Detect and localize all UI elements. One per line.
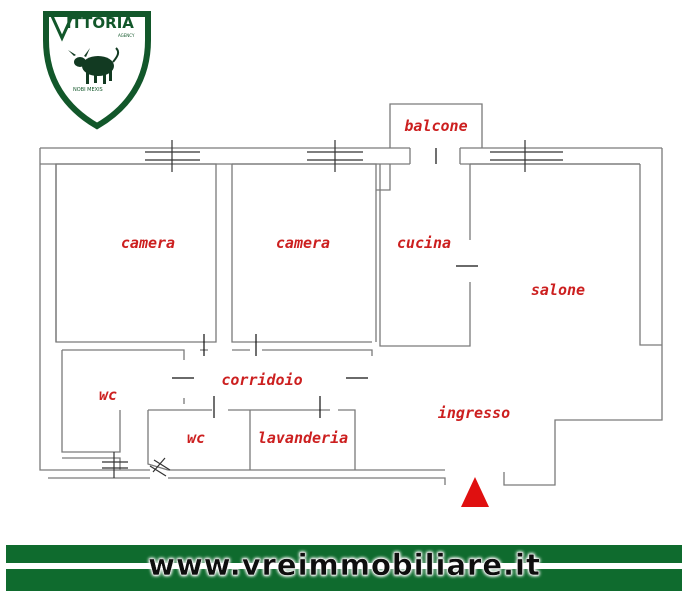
balcony-outline <box>389 103 483 164</box>
wall-camera-2 <box>231 163 391 343</box>
footer-band <box>6 545 682 591</box>
room-label-ingresso: ingresso <box>438 404 510 422</box>
window-salone <box>490 140 563 172</box>
room-label-lavanderia: lavanderia <box>258 429 348 447</box>
room-label-corridoio: corridoio <box>221 371 302 389</box>
room-label-camera-1: camera <box>121 234 175 252</box>
outer-wall-left <box>39 164 57 471</box>
room-label-balcone: balcone <box>404 117 467 135</box>
footer-website-link[interactable]: www.vreimmobiliare.it <box>148 548 541 582</box>
agency-logo: ITTORIA AGENCY NOBI MEXIS <box>43 11 151 130</box>
logo-brand-text: ITTORIA <box>66 14 134 32</box>
wall-wc-1-inner <box>62 457 121 470</box>
window-camera-1 <box>145 140 200 172</box>
outer-wall-right <box>503 148 663 486</box>
room-label-camera-2: camera <box>276 234 330 252</box>
window-wc-2 <box>149 457 171 477</box>
outer-wall-top-right <box>460 147 662 165</box>
footer-band-bar-top <box>6 545 682 563</box>
wall-stub-corridor <box>183 349 208 404</box>
room-label-salone: salone <box>531 281 585 299</box>
room-labels: camera camera cucina salone balcone corr… <box>99 117 585 447</box>
wall-cucina <box>379 164 471 347</box>
door-markers <box>172 148 478 418</box>
footer-band-stripe <box>6 563 682 569</box>
logo-v-stroke <box>50 15 74 42</box>
room-label-wc-1: wc <box>99 386 117 404</box>
outer-wall-bottom <box>48 469 446 485</box>
bull-icon <box>68 47 120 84</box>
logo-sub-text: AGENCY <box>118 33 135 38</box>
entrance-arrow-icon <box>461 477 489 507</box>
wall-camera-1 <box>55 163 217 343</box>
room-label-wc-2: wc <box>187 429 205 447</box>
logo-motto-text: NOBI MEXIS <box>73 87 103 93</box>
window-wc-1 <box>102 452 128 478</box>
footer-band-bar-bottom <box>6 569 682 591</box>
floor-plan-walls <box>39 103 663 486</box>
wall-corridoio <box>61 349 373 453</box>
wall-wc-2 <box>147 409 356 471</box>
window-camera-2 <box>307 140 363 172</box>
window-markers <box>102 140 563 478</box>
outer-wall-top <box>39 147 410 165</box>
room-label-cucina: cucina <box>397 234 451 252</box>
